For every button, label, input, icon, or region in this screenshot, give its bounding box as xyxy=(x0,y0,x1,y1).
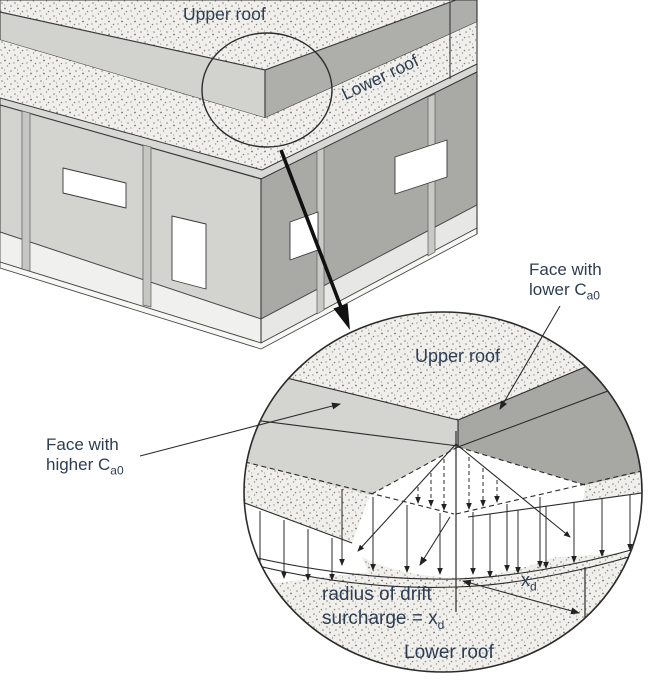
fan-load-arrows-dashed xyxy=(415,457,500,511)
xd-dimension-arrow xyxy=(462,579,580,615)
callout-face-lower-ca0: Face with lower Ca0 xyxy=(529,260,602,303)
detail-face-higher-ca0 xyxy=(245,368,458,495)
leader-face-lower xyxy=(499,305,561,410)
detail-radius-line1: radius of drift xyxy=(322,584,432,605)
detail-radius-sub: d xyxy=(437,617,445,632)
hidden-drift-lines xyxy=(244,446,642,515)
building-edges xyxy=(260,0,478,343)
leader-face-higher xyxy=(139,402,341,457)
left-wall-window xyxy=(62,167,127,209)
windows xyxy=(62,139,448,290)
detail-radius-line2: surcharge = x xyxy=(322,608,438,629)
detail-xd-sub: d xyxy=(530,579,537,594)
callout-face-higher-line1: Face with xyxy=(46,435,119,454)
detail-lower-roof-label: Lower roof xyxy=(404,642,494,663)
fan-load-arrows xyxy=(339,489,543,575)
lower-roof-surface xyxy=(0,22,477,170)
right-band-load-arrows xyxy=(487,495,633,578)
drift-ridge-edges xyxy=(357,443,571,552)
detail-radius-label: radius of drift surcharge = xd xyxy=(322,583,444,631)
callout-face-higher-ca0: Face with higher Ca0 xyxy=(46,435,124,478)
callout-face-higher-line2: higher C xyxy=(46,455,111,474)
callout-face-lower-line2: lower C xyxy=(529,280,587,299)
detail-xd-symbol: x xyxy=(521,570,530,590)
callout-face-lower-sub: a0 xyxy=(586,288,600,303)
upper-roof-label: Upper roof xyxy=(183,4,266,24)
detail-upper-roof-label: Upper roof xyxy=(415,346,501,366)
radius-arrow xyxy=(419,516,451,566)
zoom-pointer-arrow xyxy=(279,149,350,330)
callout-face-lower-line1: Face with xyxy=(529,260,602,279)
detail-xd-label: xd xyxy=(521,570,537,593)
detail-circle-content xyxy=(244,312,642,672)
callout-face-higher-sub: a0 xyxy=(110,463,124,478)
left-wall-door xyxy=(171,215,207,290)
detail-circle-outline xyxy=(243,311,643,673)
building-overview xyxy=(0,0,478,350)
detail-locator-circle xyxy=(201,32,333,148)
right-wall-window-2 xyxy=(394,139,448,195)
